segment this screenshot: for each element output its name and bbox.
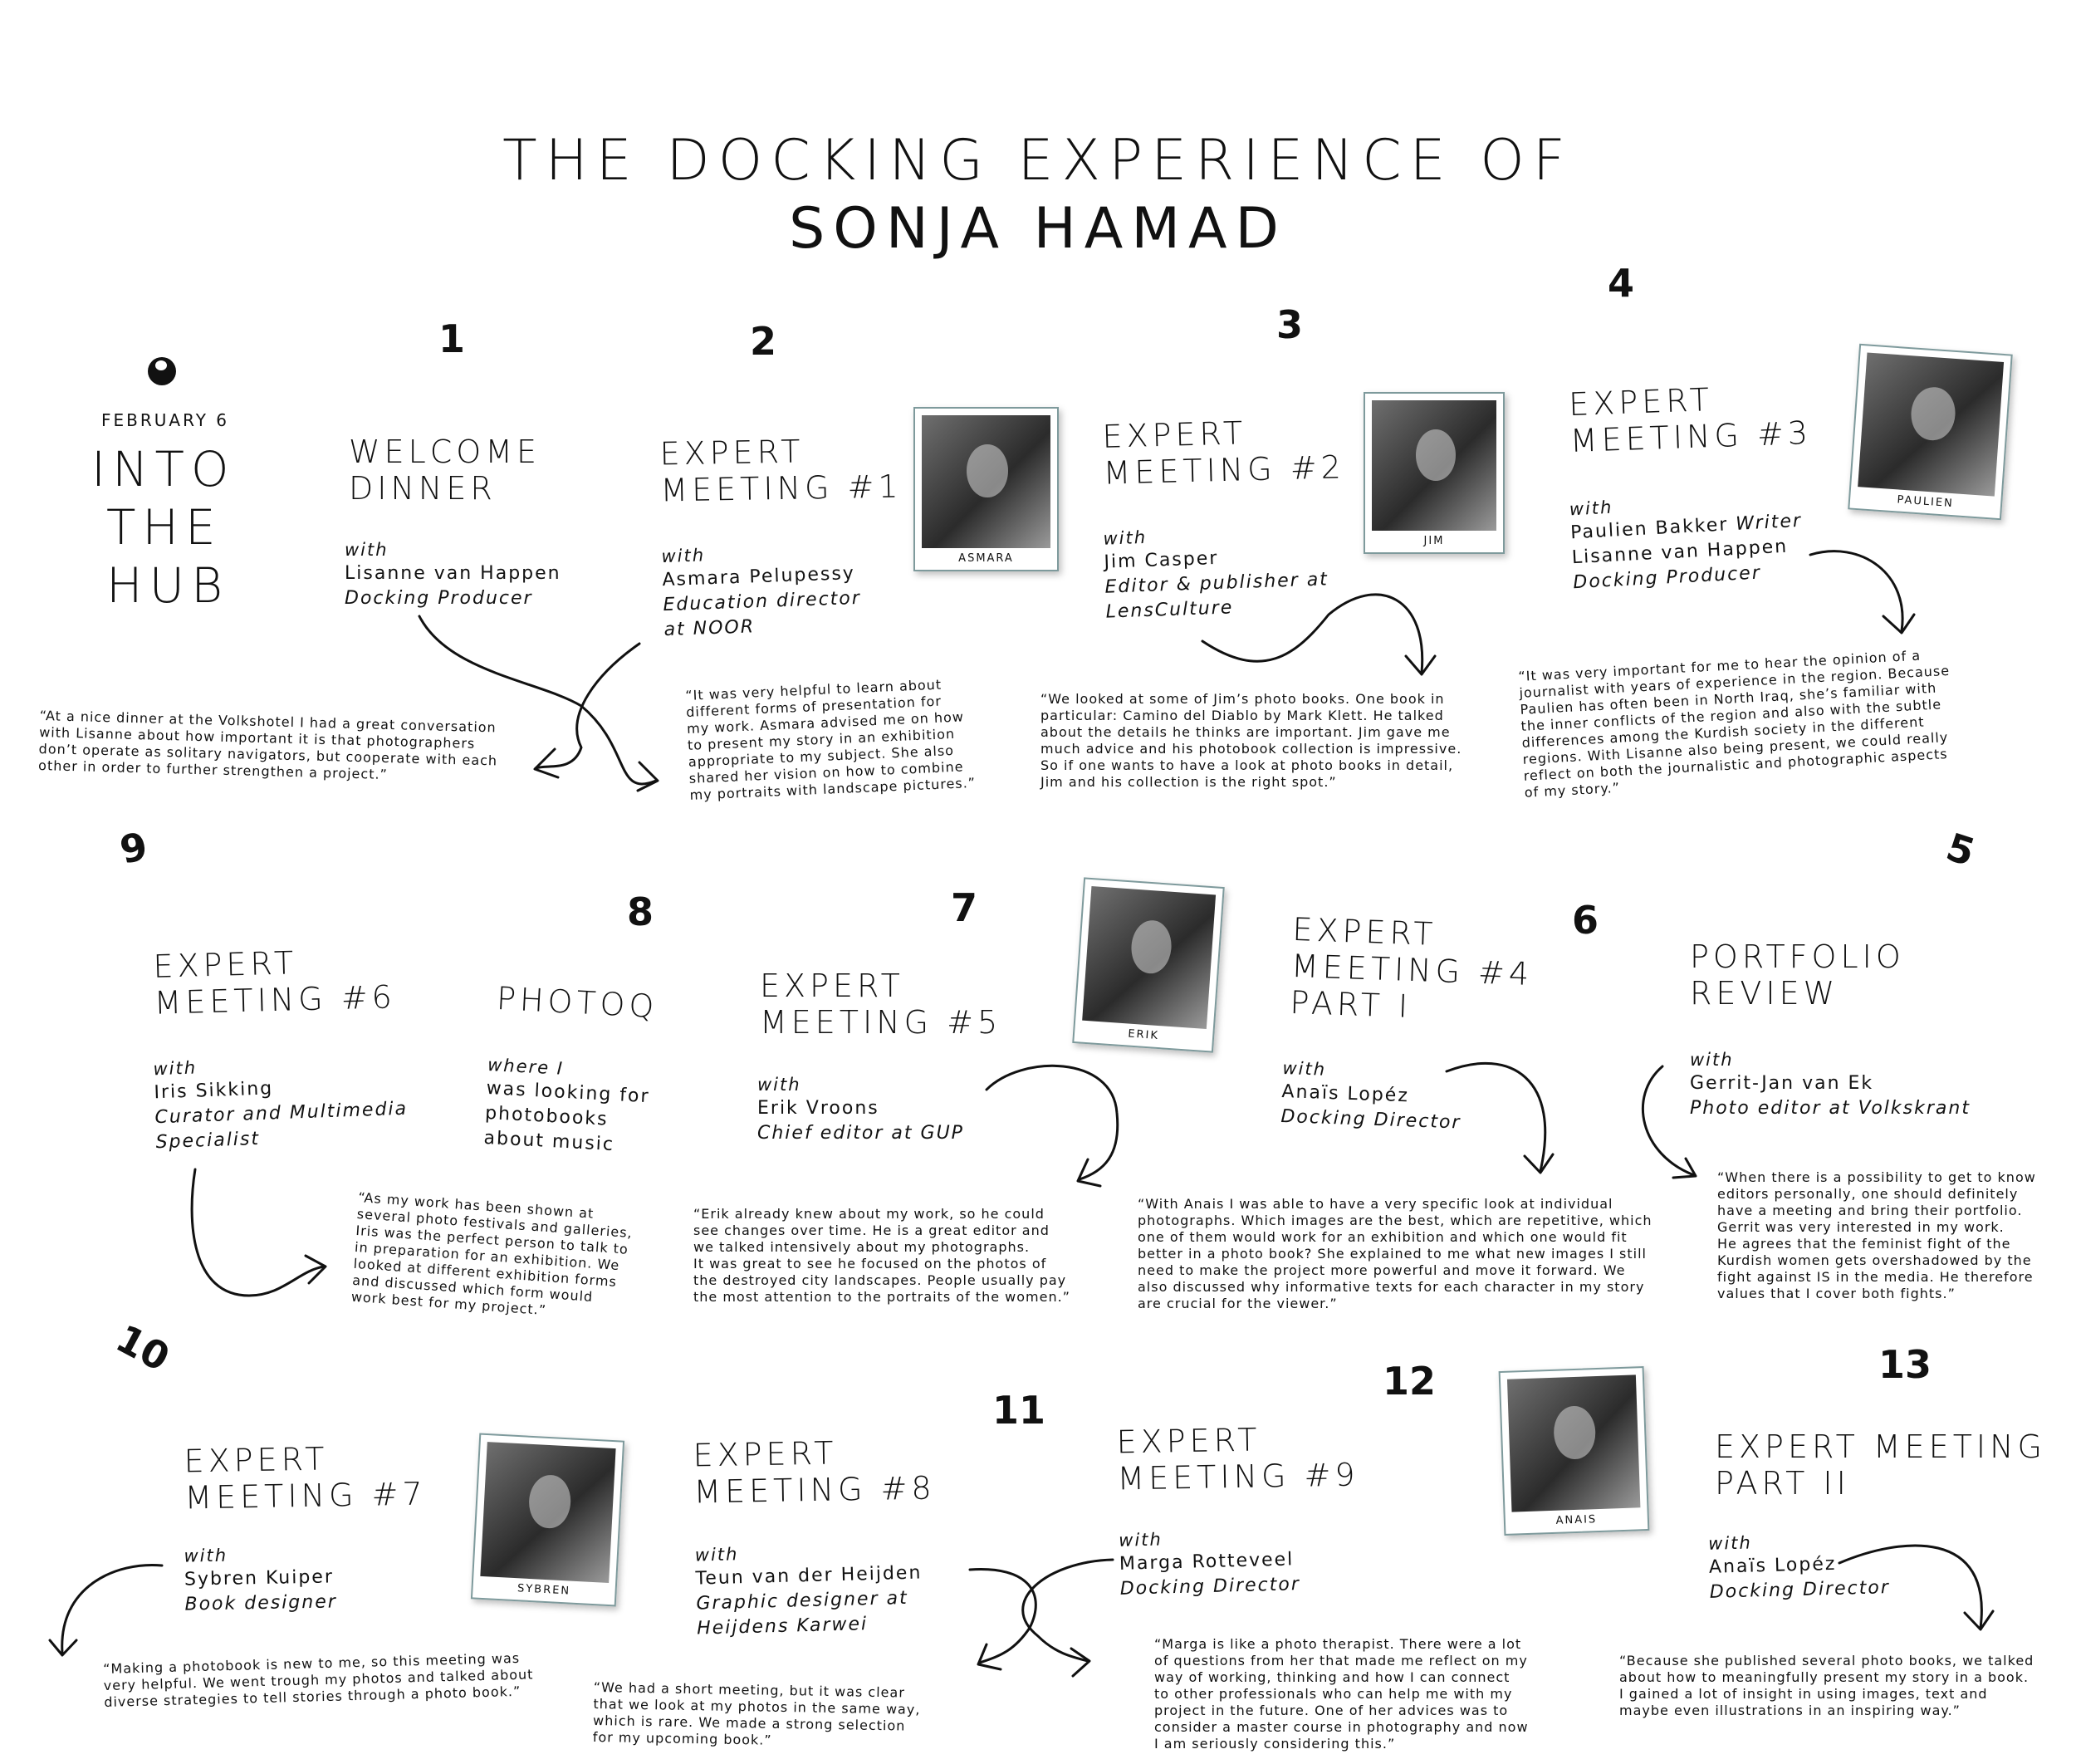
step-heading-line: DINNER bbox=[349, 470, 497, 507]
with-label: with bbox=[345, 540, 389, 560]
step-heading-line: PART II bbox=[1715, 1465, 1850, 1502]
arrow-head-icon bbox=[1076, 1158, 1102, 1188]
arrow-head-icon bbox=[1672, 1157, 1697, 1179]
arrow-icon bbox=[534, 642, 641, 770]
step-number: 13 bbox=[1878, 1342, 1932, 1387]
arrow-icon bbox=[968, 1568, 1037, 1664]
arrow-head-icon bbox=[1882, 613, 1916, 635]
photo-caption: JIM bbox=[1423, 535, 1445, 547]
portrait-photo: JIM bbox=[1364, 392, 1505, 554]
arrow-icon bbox=[190, 1168, 326, 1297]
arrow-icon bbox=[985, 1064, 1119, 1181]
step-quote: “When there is a possibility to get to k… bbox=[1717, 1169, 2036, 1301]
participant-name: Erik Vroons bbox=[757, 1098, 879, 1119]
participant-role: Photo editor at Volkskrant bbox=[1690, 1098, 1971, 1119]
photo-caption: ASMARA bbox=[958, 552, 1014, 565]
intro-heading: INTO THE HUB bbox=[91, 440, 236, 615]
arrow-head-icon bbox=[977, 1643, 1002, 1671]
arrow-icon bbox=[1838, 1544, 1983, 1629]
participant-role: Docking Producer bbox=[345, 588, 533, 609]
arrow-head-icon bbox=[1070, 1647, 1091, 1678]
arrow-head-icon bbox=[533, 747, 560, 779]
participant-role: Chief editor at GUP bbox=[757, 1123, 964, 1144]
step-quote: “With Anais I was able to have a very sp… bbox=[1138, 1196, 1652, 1311]
arrow-icon bbox=[61, 1563, 164, 1654]
step-number: 4 bbox=[1608, 261, 1635, 306]
step-heading-line: EXPERT bbox=[760, 968, 904, 1004]
portrait-image bbox=[922, 415, 1050, 548]
step-quote: “Erik already knew about my work, so he … bbox=[693, 1206, 1070, 1305]
start-dot-icon bbox=[148, 357, 176, 385]
step-quote: “Because she published several photo boo… bbox=[1619, 1653, 2034, 1718]
intro-line: INTO bbox=[91, 441, 236, 497]
step-number: 6 bbox=[1572, 898, 1599, 943]
intro-line: HUB bbox=[106, 557, 230, 614]
step-heading: EXPERT MEETING #5 bbox=[760, 968, 1001, 1041]
step-heading-line: WELCOME bbox=[349, 434, 541, 470]
portrait-image bbox=[1372, 400, 1496, 531]
step-heading-line: PORTFOLIO bbox=[1690, 938, 1905, 975]
arrow-head-icon bbox=[1963, 1610, 1995, 1631]
participant-name: Lisanne van Happen bbox=[345, 563, 561, 584]
arrow-head-icon bbox=[304, 1254, 327, 1285]
arrow-icon bbox=[1201, 593, 1424, 674]
arrow-icon bbox=[1021, 1558, 1114, 1663]
step-heading-line: REVIEW bbox=[1690, 975, 1839, 1012]
arrow-icon bbox=[1809, 550, 1904, 633]
participant-name: Gerrit-Jan van Ek bbox=[1690, 1073, 1874, 1094]
step-heading: WELCOME DINNER bbox=[349, 434, 541, 507]
step-heading-line: MEETING #5 bbox=[760, 1004, 1002, 1041]
step-number: 12 bbox=[1383, 1359, 1437, 1404]
arrow-head-icon bbox=[636, 761, 659, 792]
step-number: 7 bbox=[951, 885, 978, 930]
step-quote: “We looked at some of Jim’s photo books.… bbox=[1040, 691, 1462, 790]
step-number: 1 bbox=[438, 316, 466, 361]
arrow-icon bbox=[1642, 1065, 1696, 1177]
arrow-head-icon bbox=[1523, 1153, 1555, 1174]
step-heading-line: EXPERT MEETING bbox=[1715, 1428, 2046, 1465]
arrow-icon bbox=[418, 615, 658, 786]
step-participants: with Erik Vroons Chief editor at GUP bbox=[757, 1073, 964, 1146]
arrow-icon bbox=[1445, 1061, 1547, 1173]
step-number: 3 bbox=[1276, 302, 1304, 347]
step-participants: with Lisanne van Happen Docking Producer bbox=[345, 538, 561, 611]
arrow-head-icon bbox=[48, 1639, 78, 1657]
intro-date: FEBRUARY 6 bbox=[101, 410, 229, 430]
arrow-head-icon bbox=[1404, 654, 1437, 676]
step-heading: PORTFOLIO REVIEW bbox=[1690, 938, 1905, 1012]
with-label: with bbox=[757, 1075, 801, 1095]
step-number: 8 bbox=[627, 889, 654, 934]
with-label: with bbox=[1690, 1050, 1734, 1070]
portrait-photo: ASMARA bbox=[913, 407, 1059, 571]
intro-line: THE bbox=[106, 499, 223, 556]
page-title-name: SONJA HAMAD bbox=[789, 196, 1287, 262]
step-participants: with Gerrit-Jan van Ek Photo editor at V… bbox=[1690, 1048, 1971, 1121]
step-number: 11 bbox=[992, 1388, 1046, 1433]
page-title-line1: THE DOCKING EXPERIENCE OF bbox=[502, 128, 1574, 194]
step-quote: “Marga is like a photo therapist. There … bbox=[1154, 1636, 1529, 1752]
step-heading: EXPERT MEETING PART II bbox=[1715, 1428, 2046, 1502]
step-number: 2 bbox=[750, 319, 777, 364]
